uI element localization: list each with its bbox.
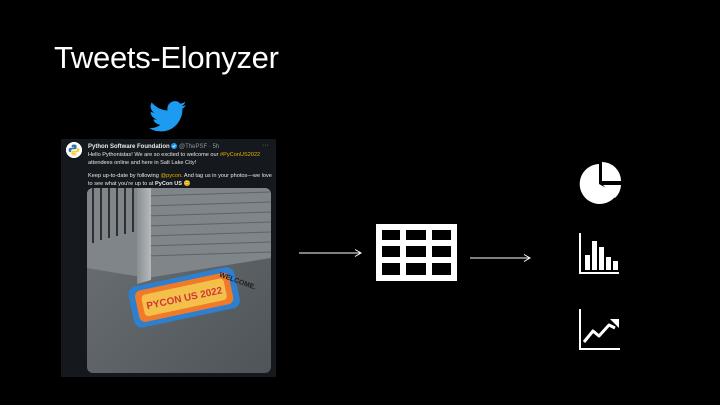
tweet-author: Python Software Foundation @ThePSF · 5h bbox=[88, 143, 219, 150]
tweet-hashtag[interactable]: #PyConUS2022 bbox=[220, 152, 261, 158]
tweet-emoji: 😊 bbox=[182, 181, 191, 187]
slide-title: Tweets-Elonyzer bbox=[54, 40, 279, 75]
tweet-photo: PYCON US 2022 WELCOME. bbox=[87, 188, 271, 373]
tweet-mention[interactable]: @pycon bbox=[160, 173, 182, 179]
tweet-paragraph-2: Keep up-to-date by following @pycon. And… bbox=[88, 172, 273, 188]
verified-badge-icon bbox=[171, 143, 178, 149]
tweet-card: Python Software Foundation @ThePSF · 5h … bbox=[61, 139, 276, 377]
twitter-bird-icon bbox=[149, 101, 187, 132]
tweet-author-name: Python Software Foundation bbox=[88, 144, 170, 150]
tweet-paragraph-1: Hello Pythonistas! We are so excited to … bbox=[88, 151, 273, 167]
tweet-text-1a: Hello Pythonistas! We are so excited to … bbox=[88, 152, 221, 158]
tweet-handle: @ThePSF · 5h bbox=[179, 144, 220, 150]
line-chart-icon bbox=[579, 309, 620, 350]
tweet-body: Hello Pythonistas! We are so excited to … bbox=[88, 151, 273, 193]
tweet-text-2a: Keep up-to-date by following bbox=[88, 173, 161, 179]
arrow-right-icon bbox=[299, 249, 362, 257]
tweet-text-bold: PyCon US bbox=[155, 181, 183, 187]
arrow-right-icon bbox=[470, 254, 531, 262]
tweet-text-2b: . And tag us in your photos—we love to s… bbox=[88, 173, 272, 187]
python-logo-avatar bbox=[66, 142, 82, 158]
bar-chart-icon bbox=[579, 233, 619, 274]
table-grid-icon bbox=[376, 224, 457, 281]
tweet-text-1b: attendees online and here in Salt Lake C… bbox=[88, 160, 197, 166]
pie-chart-icon bbox=[579, 162, 621, 204]
tweet-more-icon[interactable]: ··· bbox=[262, 142, 269, 149]
